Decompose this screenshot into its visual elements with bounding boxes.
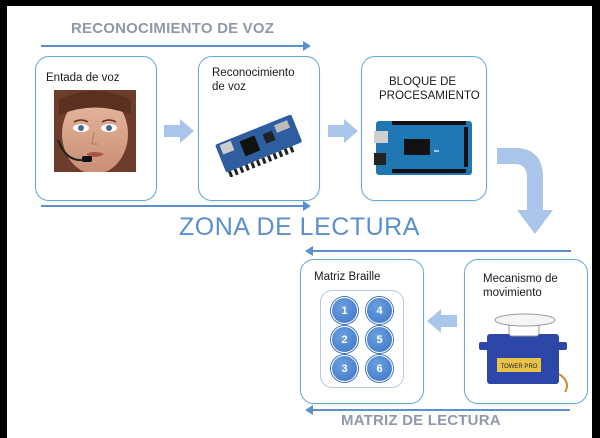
svg-text:∞: ∞ xyxy=(434,148,439,155)
braille-dot-4: 4 xyxy=(366,297,393,324)
card-processing-block: BLOQUE DE PROCESAMIENTO ∞ xyxy=(361,56,487,201)
card-voice-input-label: Entada de voz xyxy=(46,72,120,84)
zone-title: ZONA DE LECTURA xyxy=(179,213,420,241)
braille-dot-6: 6 xyxy=(366,355,393,382)
top-banner-arrowhead xyxy=(303,41,311,51)
card-processing-label-line2: PROCESAMIENTO xyxy=(379,90,480,102)
braille-dot-5: 5 xyxy=(366,326,393,353)
braille-dot-3: 3 xyxy=(331,355,358,382)
voice-module-board-image xyxy=(215,114,302,177)
card-voice-recognition: Reconocimiento de voz xyxy=(198,56,320,201)
braille-cell-panel: 1 4 2 5 3 6 xyxy=(320,290,404,388)
bottom-banner-arrowhead xyxy=(305,405,313,415)
braille-dot-2: 2 xyxy=(331,326,358,353)
card-braille-label: Matriz Braille xyxy=(314,271,381,283)
bottom-banner-line xyxy=(312,409,570,411)
zone-top-line xyxy=(41,205,307,207)
flow-arrow-left xyxy=(427,309,457,333)
card-mechanism-label-line1: Mecanismo de xyxy=(483,273,558,285)
card-mechanism-label-line2: movimiento xyxy=(483,287,542,299)
flow-arrow-right-2 xyxy=(328,119,358,143)
top-banner-label: RECONOCIMIENTO DE VOZ xyxy=(71,20,275,37)
servo-motor-image: TOWER PRO xyxy=(479,313,568,393)
braille-dot-1: 1 xyxy=(331,297,358,324)
face-headset-image xyxy=(54,90,136,172)
card-voice-input: Entada de voz xyxy=(35,56,157,201)
card-processing-label-line1: BLOQUE DE xyxy=(389,76,457,88)
card-movement-mechanism: Mecanismo de movimiento TOWER PRO xyxy=(464,259,588,404)
flow-arrow-right-1 xyxy=(164,119,194,143)
bottom-top-line xyxy=(312,250,571,252)
zone-top-arrowhead xyxy=(303,201,311,211)
diagram-canvas: RECONOCIMIENTO DE VOZ Entada de voz xyxy=(7,6,592,438)
arduino-board-image: ∞ xyxy=(374,121,472,175)
servo-brand-label: TOWER PRO xyxy=(501,364,538,370)
bottom-top-arrowhead xyxy=(305,246,313,256)
top-banner-line xyxy=(41,45,307,47)
card-voice-recognition-label-line1: Reconocimiento xyxy=(212,67,295,79)
card-braille-matrix: Matriz Braille 1 4 2 5 3 6 xyxy=(300,259,424,404)
card-voice-recognition-label-line2: de voz xyxy=(212,81,246,93)
flow-arrow-curve-down xyxy=(497,148,553,234)
bottom-banner-label: MATRIZ DE LECTURA xyxy=(341,412,501,429)
